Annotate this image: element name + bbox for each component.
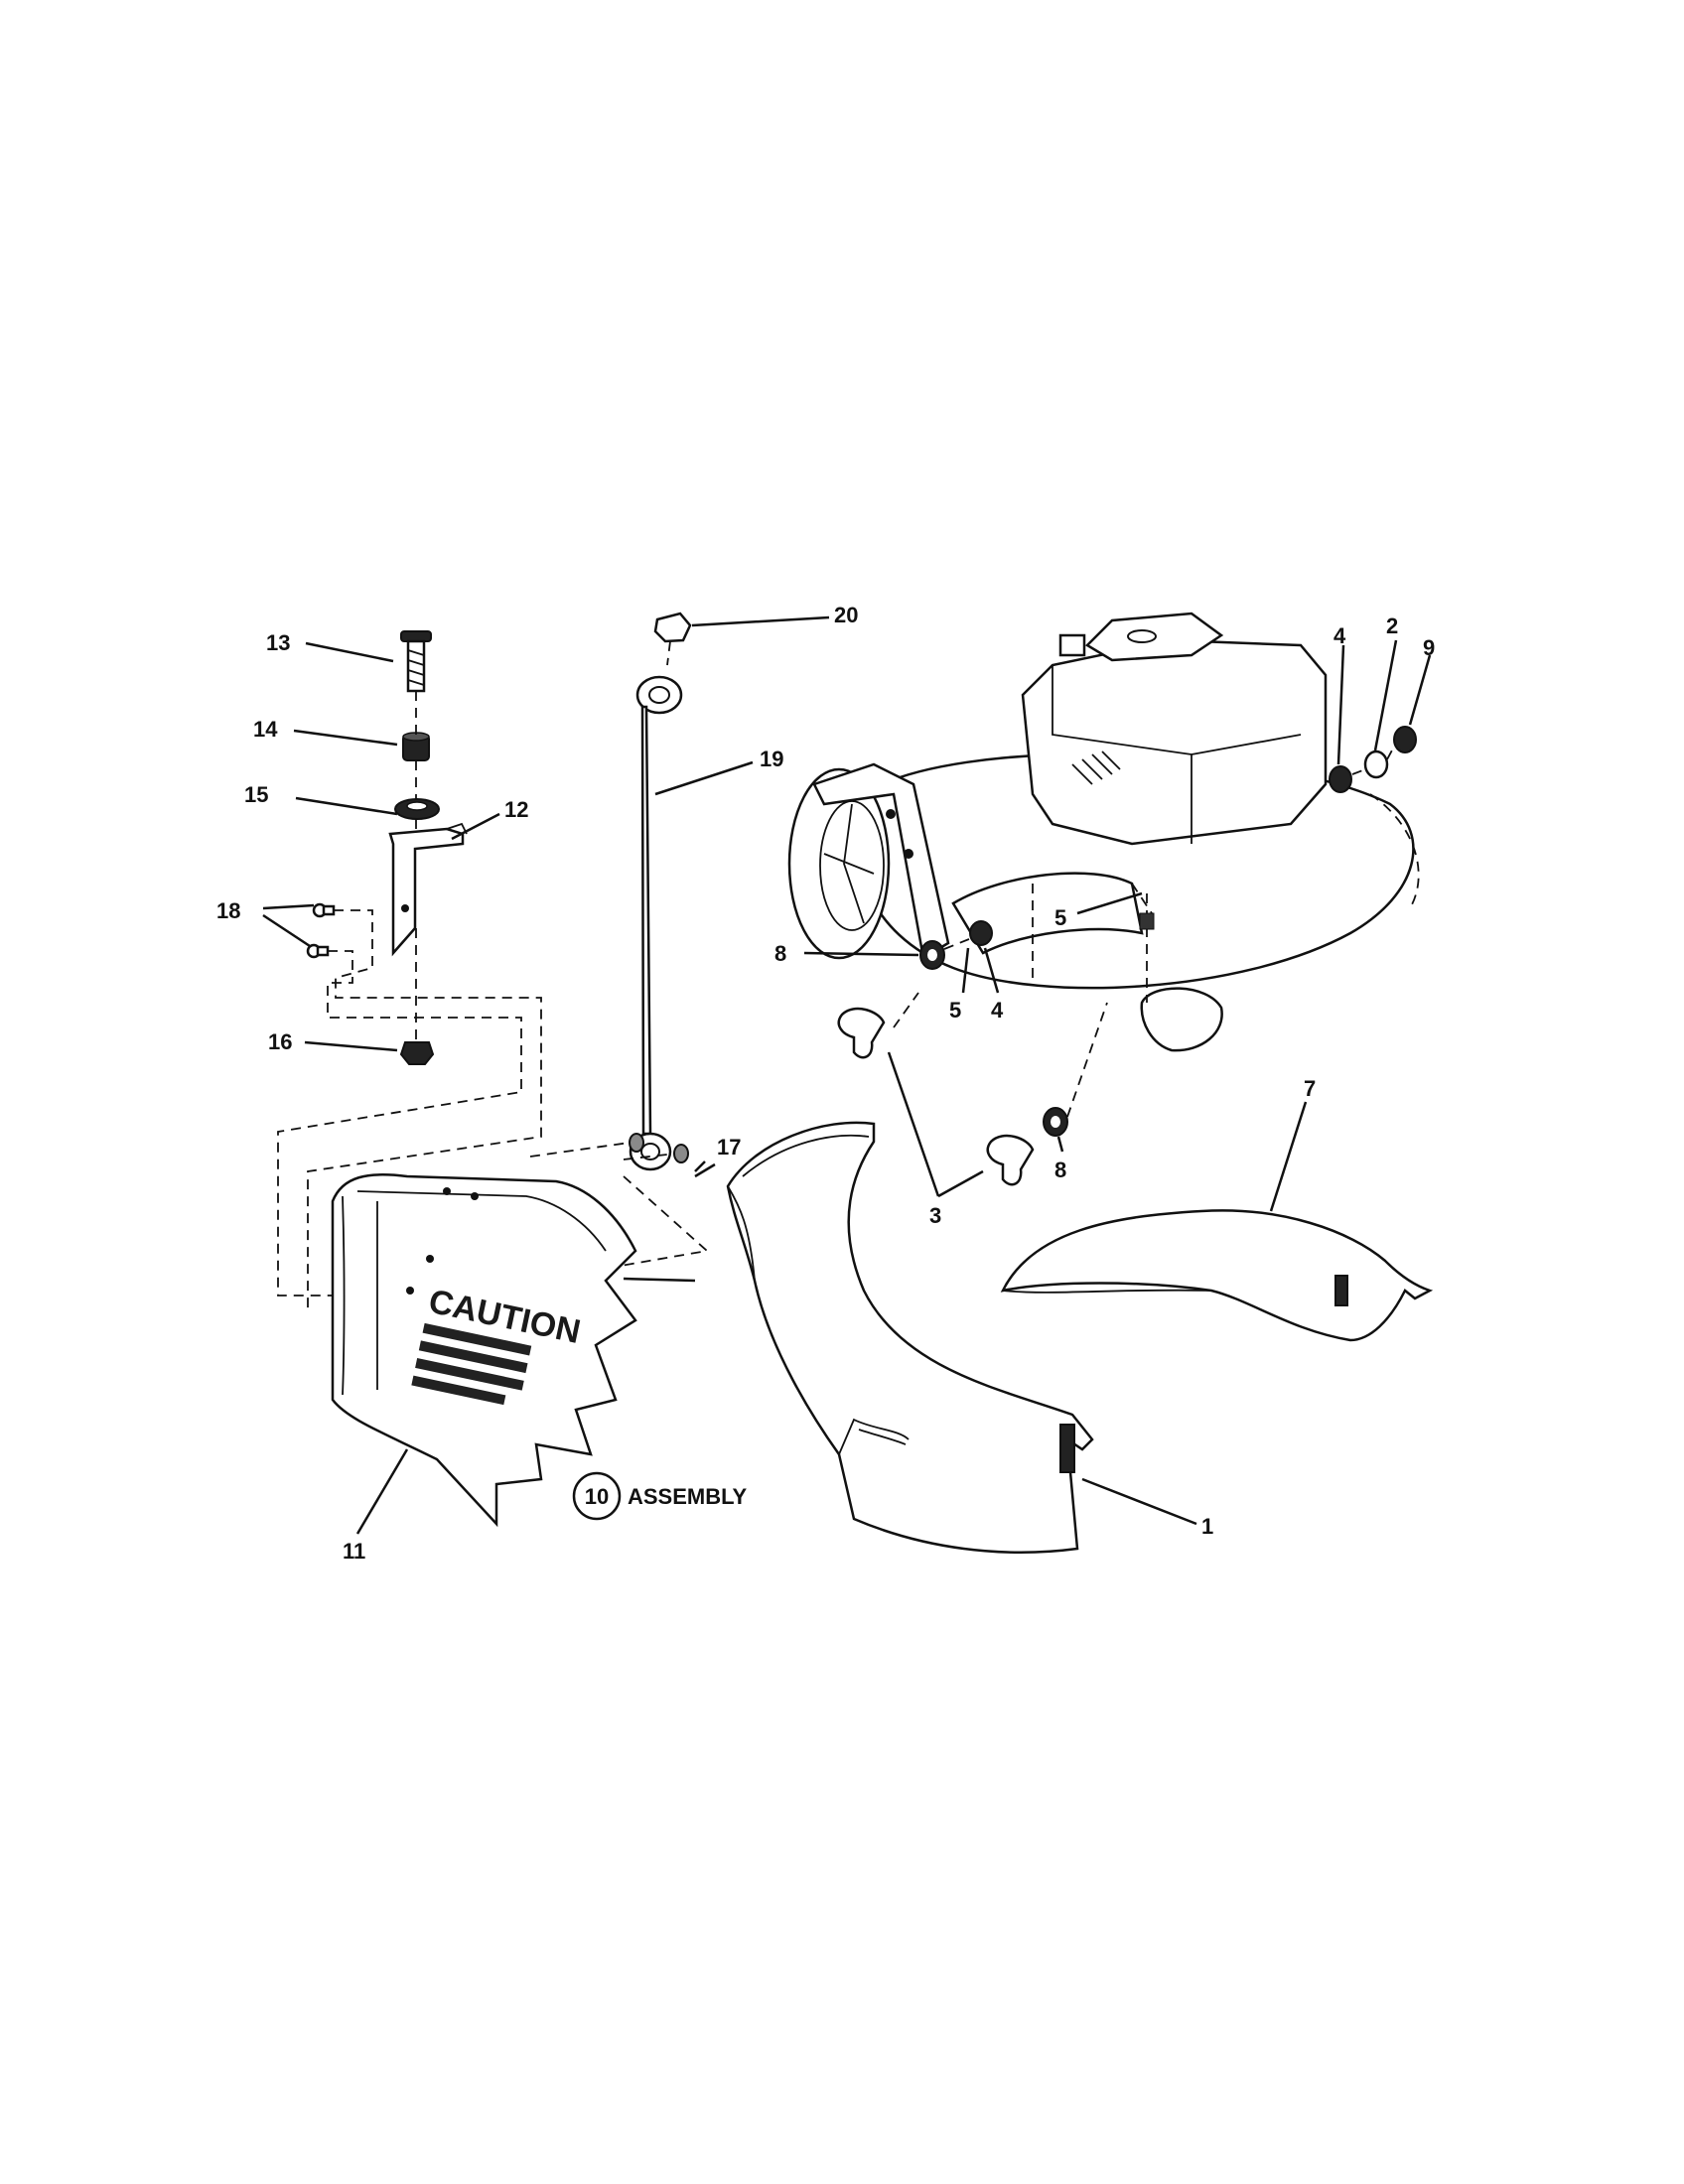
callout-13: 13	[266, 630, 290, 655]
callout-14: 14	[253, 717, 278, 742]
wing-nut-part-3	[837, 1007, 1035, 1186]
nut-part-4	[969, 765, 1352, 946]
bolt-part-13	[400, 630, 432, 693]
nut-part-2	[1363, 750, 1389, 779]
callout-15: 15	[244, 782, 268, 807]
hardware-axis-line	[893, 746, 1395, 1118]
nut-part-9	[1393, 726, 1417, 753]
callout-11: 11	[343, 1539, 365, 1564]
assembly-label: ASSEMBLY	[628, 1484, 748, 1509]
callout-4-upper: 4	[1333, 623, 1346, 648]
callout-16: 16	[268, 1029, 292, 1054]
callout-10: 10	[585, 1484, 609, 1509]
assembly-routing-line	[277, 909, 542, 1310]
callout-1: 1	[1201, 1514, 1213, 1539]
assembly-callout: 10 ASSEMBLY	[572, 1471, 748, 1521]
callout-9: 9	[1423, 635, 1435, 660]
callout-17: 17	[717, 1135, 741, 1160]
callout-12: 12	[504, 797, 528, 822]
callout-2: 2	[1386, 614, 1398, 638]
callout-3: 3	[929, 1203, 941, 1228]
leader-lines	[262, 615, 1432, 1535]
callout-7: 7	[1304, 1076, 1316, 1101]
callout-5-upper: 5	[1054, 905, 1066, 930]
cover-part-7	[1000, 1209, 1434, 1342]
washer-routing-line	[529, 1142, 709, 1267]
callout-4-lower: 4	[991, 998, 1004, 1023]
nut-part-16	[399, 1041, 435, 1065]
washer-part-8	[919, 940, 1068, 1137]
callout-19: 19	[760, 747, 783, 771]
knob-part-20	[653, 612, 692, 666]
washer-part-15	[394, 798, 440, 820]
callout-20: 20	[834, 603, 858, 627]
rod-part-19	[629, 675, 683, 1171]
bag-part-11: CAUTION	[331, 1173, 696, 1528]
bracket-part-12	[388, 822, 468, 957]
chute-part-1	[726, 1121, 1094, 1554]
washer-part-17	[629, 1133, 689, 1163]
callout-8-lower: 8	[1054, 1158, 1066, 1182]
callout-18: 18	[216, 898, 240, 923]
callout-5-lower: 5	[949, 998, 961, 1023]
mower-body	[787, 612, 1420, 1052]
callout-8-upper: 8	[774, 941, 786, 966]
screw-part-18	[306, 902, 336, 959]
bushing-part-14	[402, 732, 430, 761]
